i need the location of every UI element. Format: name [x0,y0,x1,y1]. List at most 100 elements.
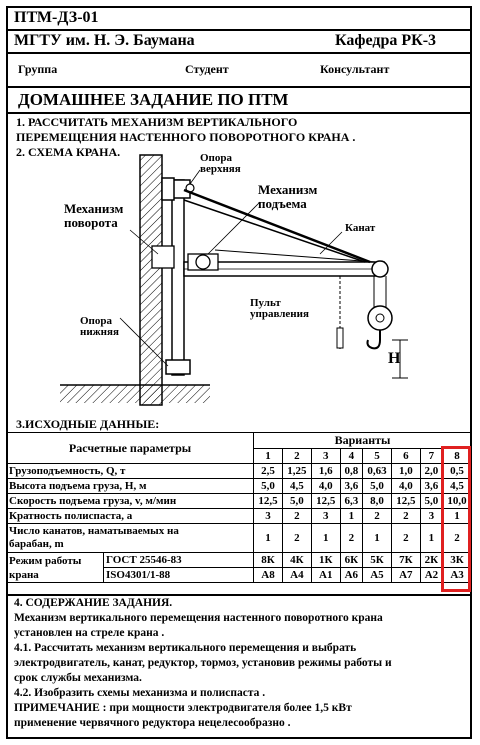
row-label: Высота подъема груза, H, м [5,478,255,494]
content-text: установлен на стреле крана . [14,627,165,639]
cell: 3 [310,508,341,524]
cell: 7К [390,552,421,568]
cell: 2 [339,523,364,553]
content-text: Механизм вертикального перемещения насте… [14,612,383,624]
hook [366,330,381,350]
cell: 12,5 [390,493,421,509]
cell: 5,0 [253,478,283,494]
cell: 2,0 [419,463,444,479]
parameters-table: Расчетные параметры Варианты 1 2 3 4 5 6… [5,432,472,583]
cell: 2 [390,523,421,553]
variant-num: 5 [362,448,392,464]
cell: 1,6 [310,463,341,479]
crane-diagram [60,154,408,406]
cell: 5,0 [362,478,392,494]
cell: 4,0 [310,478,341,494]
cell: 1К [310,552,341,568]
cell: 0,8 [339,463,364,479]
variant-num: 3 [310,448,341,464]
cell: 6,3 [339,493,364,509]
content-text: 4.2. Изобразить схемы механизма и полисп… [14,687,266,699]
cell: А4 [281,567,312,583]
content-text: 4.1. Рассчитать механизм вертикального п… [14,642,357,654]
page-frame [6,6,472,739]
cell: 2 [281,523,312,553]
wall [139,154,163,406]
gost-label: ГОСТ 25546-83 [102,552,255,568]
cell: 1 [419,523,444,553]
cell: 5,0 [281,493,312,509]
rope-label: Канат [345,222,376,234]
doc-code: ПТМ-ДЗ-01 [14,9,99,26]
divider [6,594,472,596]
rope [214,249,376,263]
divider [6,29,472,31]
student-label: Студент [185,62,229,76]
variant-num: 4 [339,448,364,464]
university-name: МГТУ им. Н. Э. Баумана [14,32,195,49]
cell: 3,6 [419,478,444,494]
cell: 0,63 [362,463,392,479]
row-label: Кратность полиспаста, a [5,508,255,524]
department-name: Кафедра РК-3 [335,32,437,49]
cell: А6 [339,567,364,583]
cell: А7 [390,567,421,583]
cell: 1,0 [390,463,421,479]
cell: 3,6 [339,478,364,494]
divider [6,112,472,114]
height-label: H [388,350,401,367]
cell: 1 [310,523,341,553]
row-label: Скорость подъема груза, v, м/мин [5,493,255,509]
cell: 3 [253,508,283,524]
content-heading: 4. СОДЕРЖАНИЕ ЗАДАНИЯ. [14,597,173,609]
variant-num: 7 [419,448,444,464]
group-label: Группа [18,62,58,76]
cell: 5,0 [419,493,444,509]
variants-header: Варианты [253,432,472,449]
param-header: Расчетные параметры [5,432,255,464]
content-text: применение червячного редуктора нецелесо… [14,717,291,729]
row-label: Грузоподъемность, Q, т [5,463,255,479]
task-line-1: 1. РАССЧИТАТЬ МЕХАНИЗМ ВЕРТИКАЛЬНОГО [16,115,298,129]
cell: 3 [419,508,444,524]
content-text: электродвигатель, канат, редуктор, тормо… [14,657,392,669]
cell: 4К [281,552,312,568]
consultant-label: Консультант [320,62,390,76]
iso-label: ISO4301/1-88 [102,567,255,583]
cell: А2 [419,567,444,583]
data-section-title: 3.ИСХОДНЫЕ ДАННЫЕ: [16,417,160,431]
cell: 2,5 [253,463,283,479]
cell: 1,25 [281,463,312,479]
cell: А1 [310,567,341,583]
cell: 12,5 [253,493,283,509]
cell: 2 [390,508,421,524]
cell: 1 [362,523,392,553]
control-pendant [336,327,344,349]
cell: 4,5 [281,478,312,494]
content-text: ПРИМЕЧАНИЕ : при мощности электродвигате… [14,702,352,714]
task-line-2: ПЕРЕМЕЩЕНИЯ НАСТЕННОГО ПОВОРОТНОГО КРАНА… [16,130,356,144]
divider [6,86,472,88]
cell: 4,0 [390,478,421,494]
cell: 1 [253,523,283,553]
cell: 10,0 [442,493,472,509]
cell: 2 [281,508,312,524]
cell: 1 [339,508,364,524]
divider [6,52,472,54]
task-line-3: 2. СХЕМА КРАНА. [16,145,121,159]
floor [60,385,210,403]
variant-num: 6 [390,448,421,464]
cell: 2К [419,552,444,568]
variant-num: 2 [281,448,312,464]
content-text: срок службы механизма. [14,672,142,684]
variant-8-highlight [441,446,471,592]
cell: 8К [253,552,283,568]
cell: 8,0 [362,493,392,509]
